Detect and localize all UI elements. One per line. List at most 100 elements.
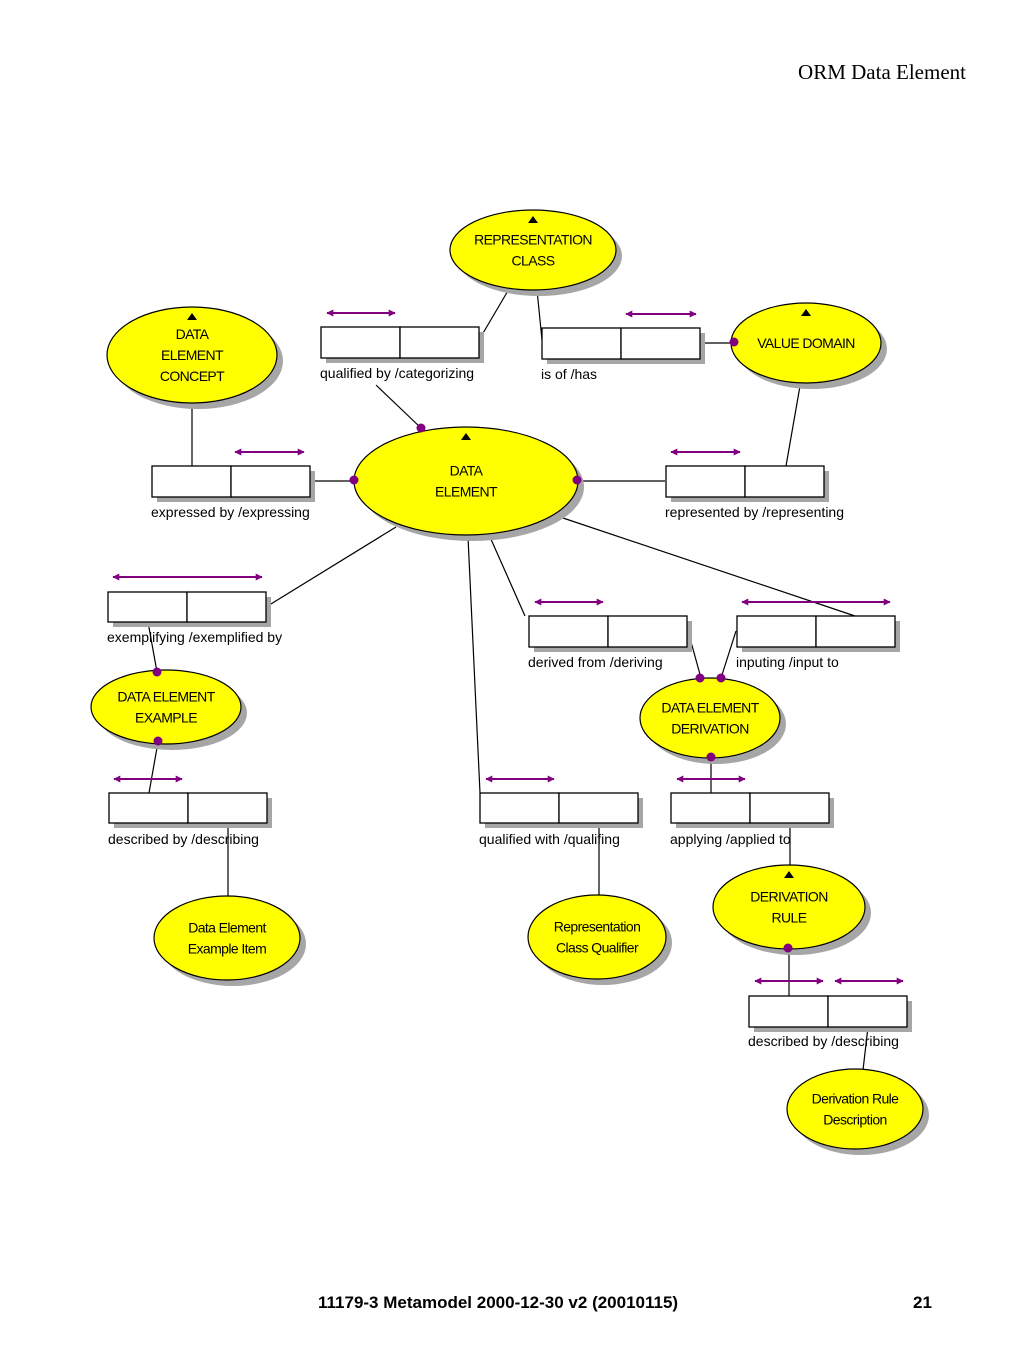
role-box <box>107 591 188 623</box>
entity-ellipse <box>353 426 579 536</box>
entity-label: EXAMPLE <box>135 710 197 726</box>
fact-type-rule-described <box>748 995 912 1032</box>
role-box <box>558 792 639 824</box>
entity-ellipse <box>106 306 278 404</box>
mandatory-role-dot <box>572 475 582 485</box>
footer-document-title: 11179-3 Metamodel 2000-12-30 v2 (2001011… <box>318 1293 679 1312</box>
role-box <box>607 615 688 648</box>
entity-ellipse <box>90 669 242 745</box>
triangle-icon <box>801 309 811 316</box>
entity-ellipse <box>527 894 667 980</box>
triangle-icon <box>784 871 794 878</box>
fact-reading-label: expressed by /expressing <box>151 504 310 520</box>
entity-label: DATA <box>450 463 484 479</box>
fact-reading-label: inputing /input to <box>736 654 839 670</box>
fact-reading-label: derived from /deriving <box>528 654 663 670</box>
triangle-icon <box>461 433 471 440</box>
triangle-icon <box>528 216 538 223</box>
role-box <box>749 792 830 824</box>
entity-label: ELEMENT <box>435 484 498 500</box>
footer-page-number: 21 <box>913 1293 932 1312</box>
connector-line <box>862 1026 869 1071</box>
role-box <box>320 326 401 359</box>
fact-type-rc-is-of <box>541 327 705 364</box>
entity-value-domain: VALUE DOMAIN <box>730 302 887 389</box>
connector-line <box>536 289 543 341</box>
mandatory-role-dot <box>153 736 163 746</box>
connector-line <box>148 741 159 794</box>
connector-line <box>265 526 397 608</box>
connector-line <box>720 630 737 679</box>
page-title: ORM Data Element <box>798 60 966 84</box>
role-box <box>620 327 701 360</box>
role-box <box>151 465 232 498</box>
role-box <box>541 327 622 360</box>
entity-label: REPRESENTATION <box>474 232 592 248</box>
fact-reading-label: qualified by /categorizing <box>320 365 474 381</box>
triangle-icon <box>187 313 197 320</box>
entity-label: VALUE DOMAIN <box>757 335 855 351</box>
fact-type-rc-qualified <box>320 326 484 363</box>
connector-line <box>785 385 801 467</box>
mandatory-role-dot <box>416 423 426 433</box>
mandatory-role-dot <box>783 943 793 953</box>
entity-label: Description <box>823 1112 886 1128</box>
fact-type-der-applying <box>670 792 834 828</box>
connector-line <box>467 536 481 794</box>
entity-representation-class: REPRESENTATION CLASS <box>449 209 622 296</box>
mandatory-role-dot <box>706 752 716 762</box>
fact-type-dec-expressed <box>151 465 315 502</box>
fact-type-vd-represented <box>665 465 829 502</box>
entity-label: ELEMENT <box>161 347 224 363</box>
role-box <box>186 591 267 623</box>
role-box <box>815 615 896 648</box>
fact-reading-label: qualified with /qualifing <box>479 831 620 847</box>
role-box <box>670 792 751 824</box>
role-box <box>399 326 480 359</box>
entity-label: DATA ELEMENT <box>661 700 759 716</box>
connector-line <box>489 536 526 617</box>
mandatory-role-dot <box>716 673 726 683</box>
role-box <box>744 465 825 498</box>
role-box <box>187 792 268 824</box>
connector-line <box>375 384 422 429</box>
entity-label: Data Element <box>188 920 266 936</box>
entity-label: DATA ELEMENT <box>117 689 215 705</box>
fact-reading-label: represented by /representing <box>665 504 844 520</box>
fact-reading-label: exemplifying /exemplified by <box>107 629 282 645</box>
entity-label: Derivation Rule <box>812 1091 900 1107</box>
role-box <box>230 465 311 498</box>
entity-label: DATA <box>176 326 210 342</box>
role-box <box>665 465 746 498</box>
entity-label: CONCEPT <box>160 368 225 384</box>
entity-label: Example Item <box>188 941 266 957</box>
fact-type-ex-exemplifying <box>107 591 271 627</box>
entity-ellipse <box>449 209 617 291</box>
entity-label: DERIVATION <box>750 889 828 905</box>
mandatory-role-dot <box>695 673 705 683</box>
role-box <box>736 615 817 648</box>
role-box <box>827 995 908 1028</box>
entity-ellipse <box>786 1068 924 1150</box>
fact-type-rcq-qualified <box>479 792 643 828</box>
entity-label: RULE <box>772 910 807 926</box>
fact-reading-label: described by /describing <box>748 1033 899 1049</box>
fact-type-ex-described <box>108 792 272 828</box>
fact-type-der-inputing <box>736 615 900 652</box>
role-box <box>528 615 609 648</box>
fact-reading-label: applying /applied to <box>670 831 791 847</box>
connector-line <box>147 621 158 673</box>
entity-label: Class Qualifier <box>556 940 639 956</box>
mandatory-role-dot <box>729 337 739 347</box>
entity-data-element-example: DATA ELEMENT EXAMPLE <box>90 669 247 750</box>
entity-ellipse <box>639 677 781 759</box>
entity-label: CLASS <box>512 253 555 269</box>
entity-ellipse <box>153 895 301 981</box>
mandatory-role-dot <box>349 475 359 485</box>
fact-reading-label: is of /has <box>541 366 597 382</box>
